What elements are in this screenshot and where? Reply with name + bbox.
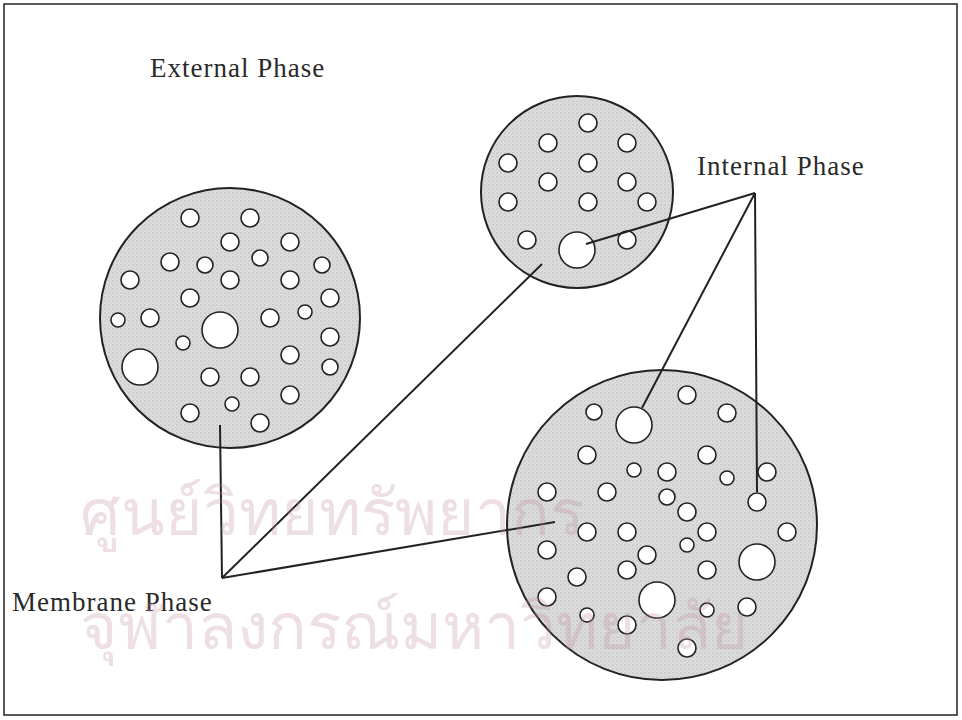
internal-droplet — [281, 271, 299, 289]
internal-droplet — [241, 368, 259, 386]
internal-droplet — [579, 154, 597, 172]
internal-droplet — [586, 404, 602, 420]
internal-droplet — [252, 250, 268, 266]
internal-droplet — [748, 493, 766, 511]
internal-droplet — [618, 523, 636, 541]
internal-droplet — [221, 233, 239, 251]
leader-lines — [220, 193, 757, 578]
phase-label: External Phase — [150, 54, 325, 84]
internal-droplet — [698, 446, 716, 464]
internal-droplet — [161, 253, 179, 271]
internal-droplet — [638, 546, 656, 564]
internal-droplet — [321, 289, 339, 307]
internal-droplet — [568, 568, 586, 586]
frame-border — [4, 4, 957, 715]
internal-droplet — [121, 271, 139, 289]
leader-line — [755, 193, 757, 492]
internal-droplet — [176, 336, 190, 350]
internal-droplet — [538, 483, 556, 501]
internal-droplet — [618, 561, 636, 579]
internal-droplet — [618, 173, 636, 191]
internal-droplet — [321, 328, 339, 346]
phase-label: Membrane Phase — [12, 588, 213, 618]
internal-droplet — [261, 309, 279, 327]
internal-droplet — [201, 368, 219, 386]
internal-droplet — [718, 404, 736, 422]
internal-droplet — [578, 446, 596, 464]
internal-droplet — [658, 463, 676, 481]
internal-droplet — [618, 134, 636, 152]
internal-droplet — [538, 588, 556, 606]
internal-droplet — [181, 209, 199, 227]
internal-droplet — [559, 232, 595, 268]
internal-droplet — [181, 404, 199, 422]
internal-droplet — [678, 639, 696, 657]
internal-droplet — [720, 471, 734, 485]
internal-droplet — [181, 289, 199, 307]
internal-droplet — [680, 538, 694, 552]
internal-droplet — [739, 544, 775, 580]
internal-droplet — [579, 114, 597, 132]
internal-droplet — [251, 414, 269, 432]
internal-droplet — [579, 193, 597, 211]
internal-droplet — [197, 257, 213, 273]
internal-droplet — [758, 463, 776, 481]
globule-outline — [100, 188, 360, 448]
internal-droplet — [499, 193, 517, 211]
internal-droplet — [598, 483, 616, 501]
internal-droplet — [638, 193, 656, 211]
internal-droplet — [111, 313, 125, 327]
internal-droplet — [314, 257, 330, 273]
globule-outline — [481, 96, 673, 288]
internal-droplet — [538, 541, 556, 559]
membrane-globule — [100, 188, 360, 448]
internal-droplet — [578, 523, 596, 541]
internal-droplet — [678, 386, 696, 404]
internal-droplet — [700, 603, 714, 617]
leader-line — [222, 522, 555, 578]
globule-outline — [507, 370, 817, 680]
internal-droplet — [616, 407, 652, 443]
internal-droplet — [738, 598, 756, 616]
internal-droplet — [539, 173, 557, 191]
internal-droplet — [778, 523, 796, 541]
membrane-globule — [507, 370, 817, 680]
leader-line — [222, 264, 542, 578]
internal-droplet — [225, 397, 239, 411]
internal-droplet — [698, 561, 716, 579]
internal-droplet — [241, 209, 259, 227]
internal-droplet — [678, 503, 696, 521]
internal-droplet — [322, 359, 338, 375]
leader-line — [220, 425, 222, 578]
internal-droplet — [618, 616, 636, 634]
leader-line — [642, 193, 755, 408]
internal-droplet — [698, 523, 716, 541]
internal-droplet — [499, 154, 517, 172]
internal-droplet — [221, 271, 239, 289]
internal-droplet — [627, 463, 641, 477]
internal-droplet — [281, 386, 299, 404]
internal-droplet — [580, 608, 594, 622]
internal-droplet — [141, 309, 159, 327]
internal-droplet — [281, 346, 299, 364]
internal-droplet — [122, 349, 158, 385]
membrane-globule — [481, 96, 673, 288]
watermark-text: ศูนย์วิทยทรัพยากร — [80, 478, 584, 548]
leader-line — [586, 193, 755, 244]
phase-label: Internal Phase — [697, 152, 865, 182]
internal-droplet — [639, 582, 675, 618]
internal-droplet — [298, 305, 312, 319]
internal-droplet — [539, 134, 557, 152]
internal-droplet — [659, 489, 675, 505]
internal-droplet — [518, 231, 536, 249]
internal-droplet — [281, 233, 299, 251]
internal-droplet — [202, 312, 238, 348]
